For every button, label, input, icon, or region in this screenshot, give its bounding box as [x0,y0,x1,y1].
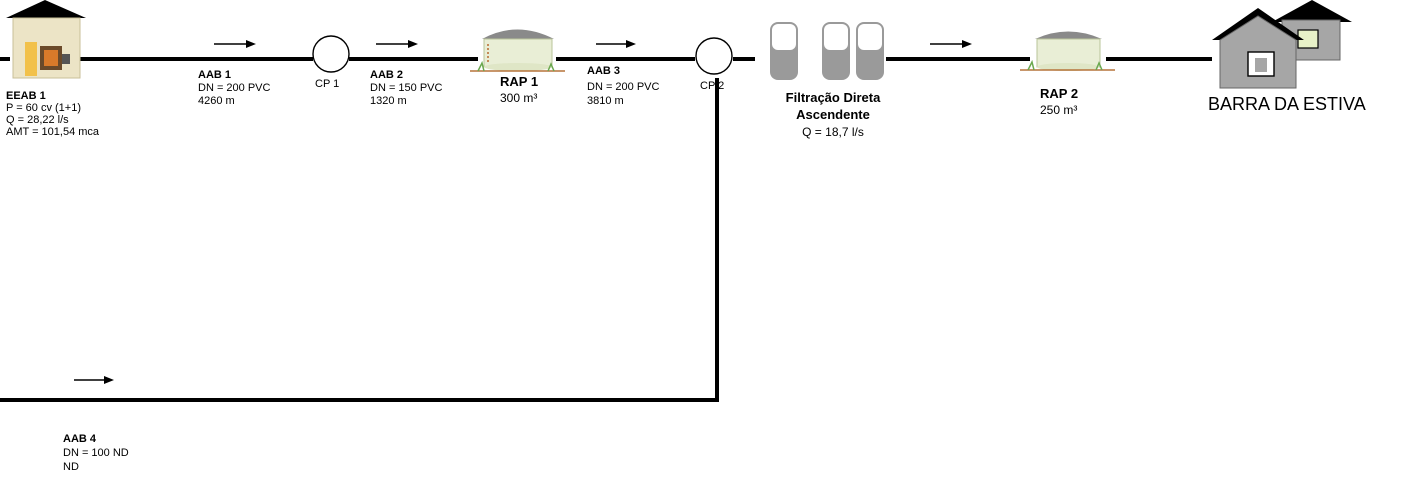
flow-arrow-icon [930,40,972,48]
flow-arrow-icon [376,40,418,48]
aab1-name: AAB 1 [198,69,231,81]
filtration-line1: Filtração Direta [786,90,881,105]
aab1-dn: DN = 200 PVC [198,82,271,94]
aab4-name: AAB 4 [63,433,97,445]
aab4-labels: AAB 4 DN = 100 ND ND [63,433,129,473]
flow-arrow-icon [74,376,114,384]
filtration-labels: Filtração Direta Ascendente Q = 18,7 l/s [786,90,881,139]
flow-arrows [74,40,972,384]
rap2-volume: 250 m³ [1040,103,1077,117]
rap1-labels: RAP 1 300 m³ [500,74,538,105]
aab2-name: AAB 2 [370,69,403,81]
aab1-length: 4260 m [198,95,235,107]
aab3-length: 3810 m [587,95,624,107]
rap1-volume: 300 m³ [500,91,537,105]
flow-arrow-icon [596,40,636,48]
pipe-aab4 [0,78,719,402]
cp2-icon [695,37,733,75]
eeab-power: P = 60 cv (1+1) [6,102,81,114]
aab3-dn: DN = 200 PVC [587,81,660,93]
eeab-labels: EEAB 1 P = 60 cv (1+1) Q = 28,22 l/s AMT… [6,90,100,138]
eeab-name: EEAB 1 [6,90,46,102]
aab1-labels: AAB 1 DN = 200 PVC 4260 m [198,69,271,107]
aab2-labels: AAB 2 DN = 150 PVC 1320 m [370,69,443,107]
filter-unit-icon [770,22,798,80]
aab2-length: 1320 m [370,95,407,107]
filtration-line2: Ascendente [796,107,870,122]
filter-unit-icon [822,22,850,80]
filter-unit-icon [856,22,884,80]
aab4-length: ND [63,461,79,473]
aab4-dn: DN = 100 ND [63,447,129,459]
water-tank-icon [1020,31,1115,71]
water-tank-icon [470,29,565,72]
aab3-labels: AAB 3 DN = 200 PVC 3810 m [587,65,660,107]
flow-arrow-icon [214,40,256,48]
filtration-flow: Q = 18,7 l/s [802,125,864,139]
aab2-dn: DN = 150 PVC [370,82,443,94]
rap1-name: RAP 1 [500,74,538,89]
filter-units [770,22,884,80]
pipeline [0,57,1212,402]
rap2-labels: RAP 2 250 m³ [1040,86,1078,117]
eeab-head: AMT = 101,54 mca [6,126,100,138]
cp1-icon [312,35,350,73]
house-icon [1212,0,1352,89]
cp1-label: CP 1 [315,78,339,90]
aab3-name: AAB 3 [587,65,620,77]
cp2-label: CP 2 [700,80,724,92]
pump-station-icon [6,0,86,79]
rap2-name: RAP 2 [1040,86,1078,101]
eeab-flow: Q = 28,22 l/s [6,114,69,126]
destination-label: BARRA DA ESTIVA [1208,94,1366,114]
